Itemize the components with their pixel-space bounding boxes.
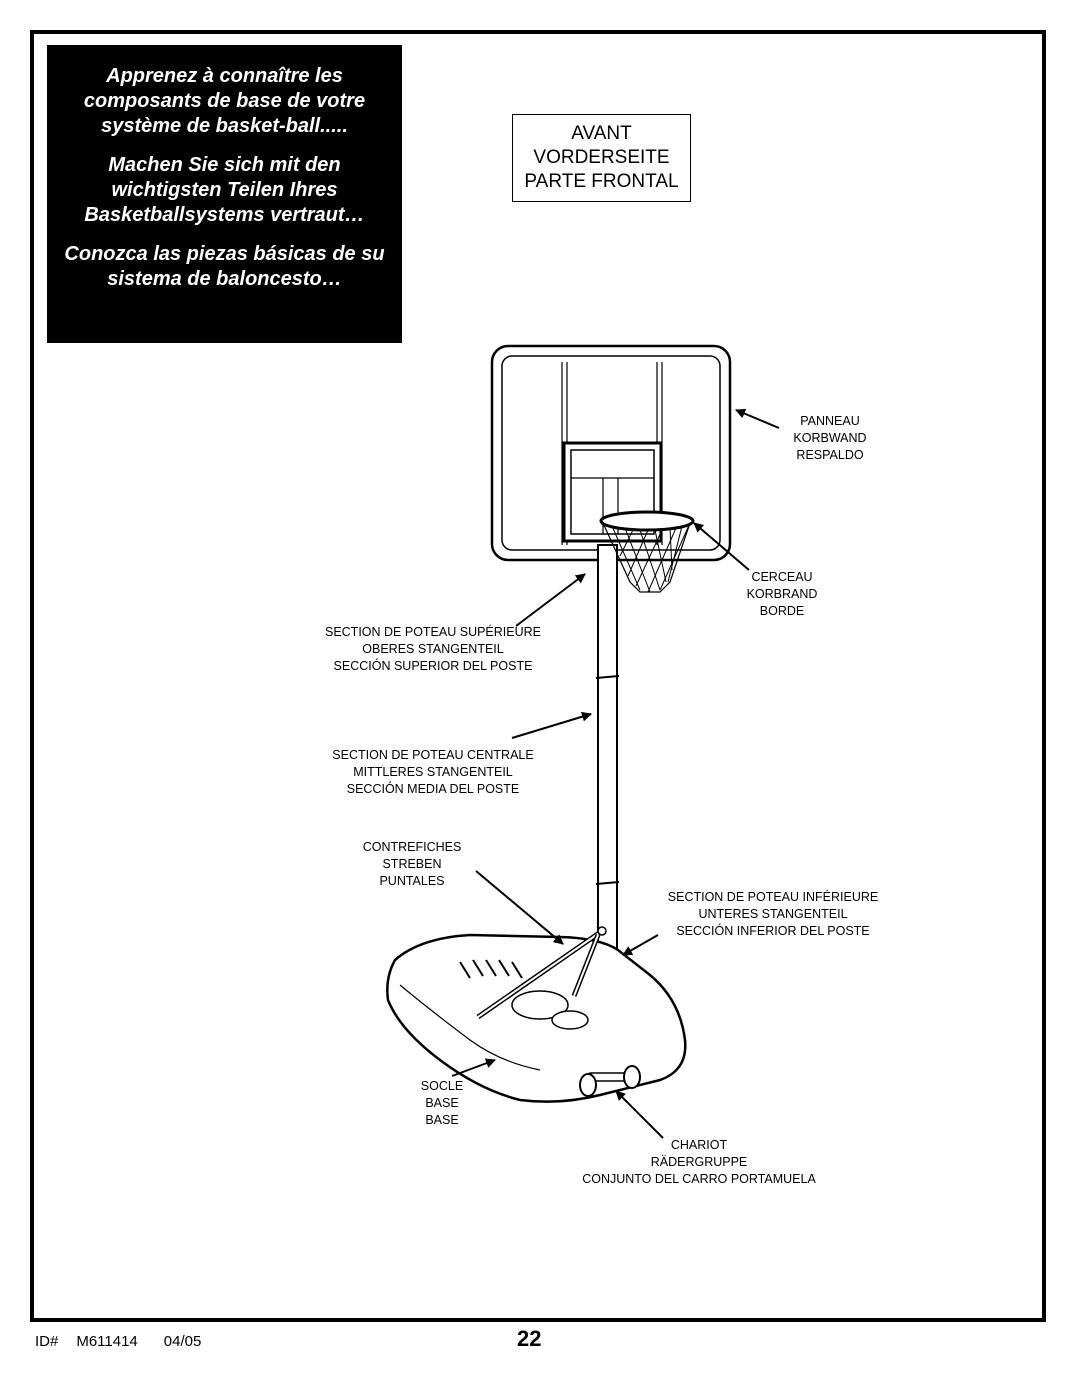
callout-backboard: PANNEAU KORBWAND RESPALDO bbox=[780, 413, 880, 464]
base bbox=[386, 933, 687, 1103]
intro-spanish: Conozca las piezas básicas de su sistema… bbox=[64, 243, 385, 290]
front-label-box: AVANT VORDERSEITE PARTE FRONTAL bbox=[512, 114, 691, 202]
callout-base-es: BASE bbox=[425, 1113, 459, 1127]
callout-rim-de: KORBRAND bbox=[746, 587, 818, 601]
callout-braces-de: STREBEN bbox=[382, 857, 442, 871]
callout-rim: CERCEAU KORBRAND BORDE bbox=[732, 569, 832, 620]
braces bbox=[476, 926, 607, 1020]
callout-upper-pole: SECTION DE POTEAU SUPÉRIEURE OBERES STAN… bbox=[300, 624, 566, 675]
intro-box: Apprenez à connaître les composants de b… bbox=[47, 45, 402, 343]
callout-base: SOCLE BASE BASE bbox=[402, 1078, 482, 1129]
callout-wheels-de: RÄDERGRUPPE bbox=[650, 1155, 748, 1169]
intro-german: Machen Sie sich mit den wichtigsten Teil… bbox=[84, 154, 365, 226]
callout-backboard-es: RESPALDO bbox=[796, 448, 864, 462]
callout-lower-pole-fr: SECTION DE POTEAU INFÉRIEURE bbox=[667, 890, 879, 904]
callout-upper-pole-de: OBERES STANGENTEIL bbox=[362, 642, 504, 656]
callout-middle-pole-fr: SECTION DE POTEAU CENTRALE bbox=[332, 748, 534, 762]
intro-french: Apprenez à connaître les composants de b… bbox=[83, 65, 366, 137]
document-id-label: ID# bbox=[35, 1333, 59, 1350]
callout-wheels: CHARIOT RÄDERGRUPPE CONJUNTO DEL CARRO P… bbox=[564, 1137, 834, 1188]
callout-rim-fr: CERCEAU bbox=[751, 570, 813, 584]
callout-wheels-es: CONJUNTO DEL CARRO PORTAMUELA bbox=[582, 1172, 816, 1186]
callout-upper-pole-fr: SECTION DE POTEAU SUPÉRIEURE bbox=[324, 625, 541, 639]
document-id-value: M611414 bbox=[76, 1333, 138, 1350]
callout-middle-pole-de: MITTLERES STANGENTEIL bbox=[353, 765, 513, 779]
page-border bbox=[30, 30, 1046, 1322]
front-label-es: PARTE FRONTAL bbox=[524, 171, 679, 192]
wheel-assembly bbox=[579, 1065, 641, 1097]
callout-braces: CONTREFICHES STREBEN PUNTALES bbox=[346, 839, 478, 890]
callout-rim-es: BORDE bbox=[759, 604, 805, 618]
callout-middle-pole-es: SECCIÓN MEDIA DEL POSTE bbox=[346, 782, 520, 796]
callout-middle-pole: SECTION DE POTEAU CENTRALE MITTLERES STA… bbox=[305, 747, 561, 798]
callout-arrows bbox=[451, 408, 780, 1139]
callout-base-fr: SOCLE bbox=[420, 1079, 464, 1093]
rim-and-net bbox=[599, 510, 695, 593]
document-date: 04/05 bbox=[163, 1333, 202, 1350]
callout-backboard-de: KORBWAND bbox=[793, 431, 867, 445]
callout-lower-pole: SECTION DE POTEAU INFÉRIEURE UNTERES STA… bbox=[648, 889, 898, 940]
callout-base-de: BASE bbox=[425, 1096, 459, 1110]
callout-lower-pole-es: SECCIÓN INFERIOR DEL POSTE bbox=[676, 924, 870, 938]
front-label-de: VORDERSEITE bbox=[533, 147, 670, 168]
document-id: ID# M611414 04/05 bbox=[35, 1333, 219, 1350]
backboard bbox=[490, 344, 732, 562]
callout-lower-pole-de: UNTERES STANGENTEIL bbox=[698, 907, 848, 921]
callout-upper-pole-es: SECCIÓN SUPERIOR DEL POSTE bbox=[333, 659, 533, 673]
callout-backboard-fr: PANNEAU bbox=[800, 414, 860, 428]
callout-braces-fr: CONTREFICHES bbox=[362, 840, 462, 854]
callout-braces-es: PUNTALES bbox=[379, 874, 445, 888]
page-number: 22 bbox=[517, 1326, 542, 1351]
front-label-fr: AVANT bbox=[571, 123, 632, 144]
callout-wheels-fr: CHARIOT bbox=[670, 1138, 728, 1152]
